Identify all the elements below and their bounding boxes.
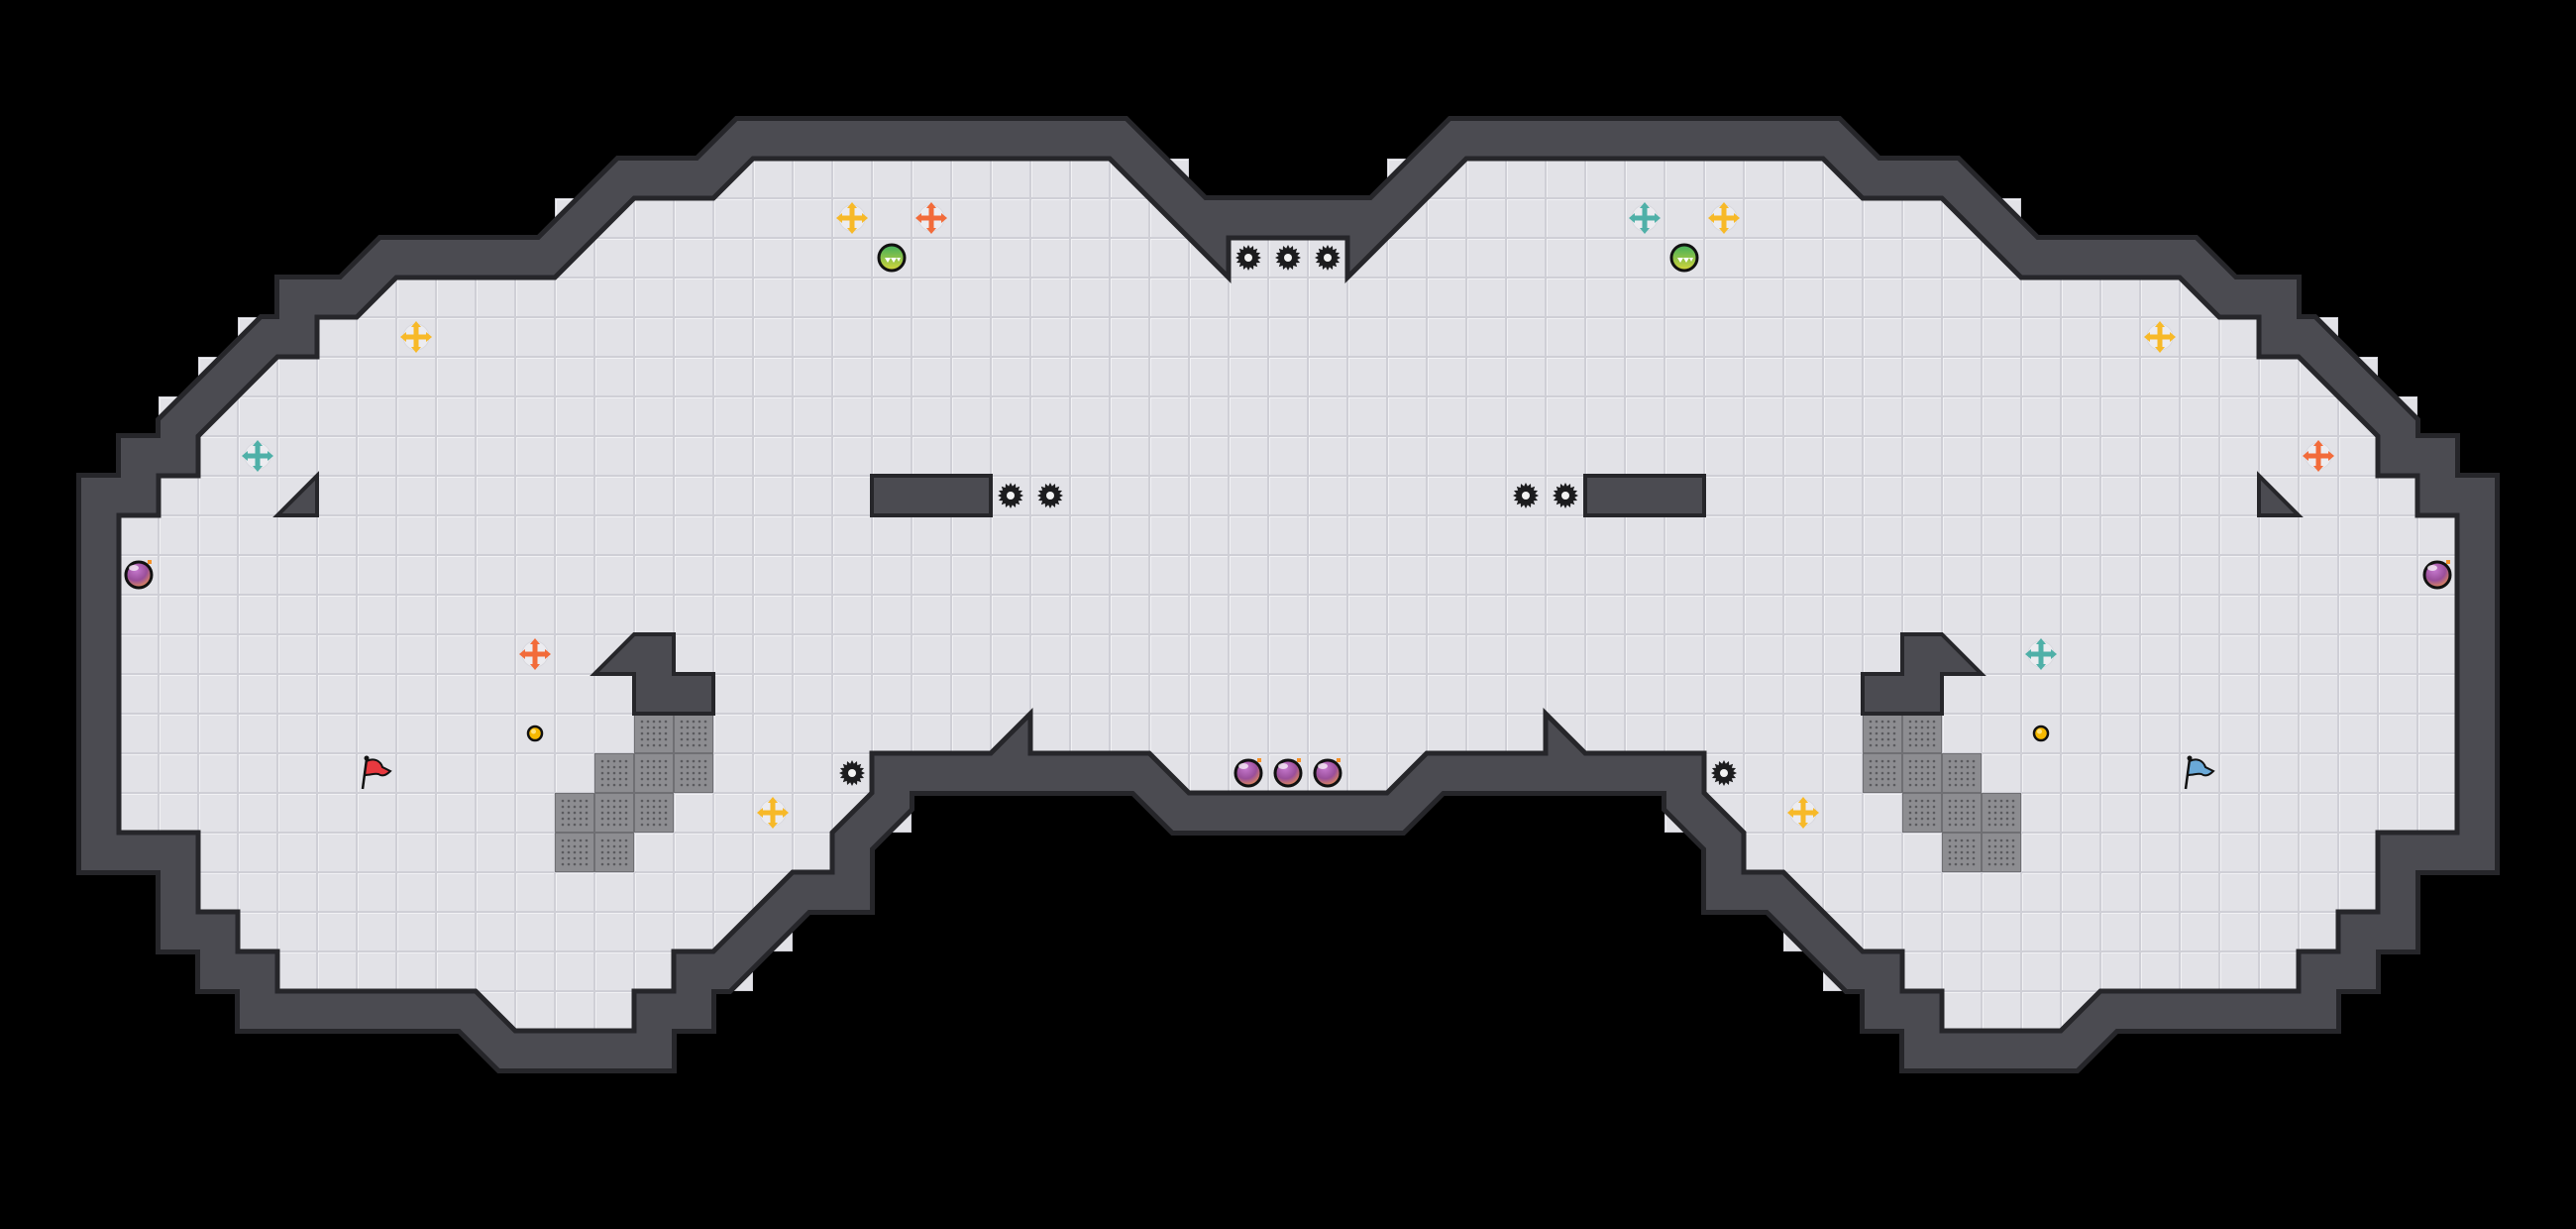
metal-grate [1942,753,1982,793]
bomb-icon[interactable] [1273,756,1303,788]
coin-icon[interactable] [526,725,544,742]
saw-blade-icon [1711,760,1737,786]
metal-grate [594,833,634,872]
green-orb-icon[interactable] [877,243,907,273]
saw-blade-icon [1037,483,1063,508]
metal-grate [674,753,713,793]
metal-grate [555,833,594,872]
metal-grate [1902,753,1942,793]
bomb-icon[interactable] [1234,756,1263,788]
wall-wedge [272,471,319,517]
green-orb-icon[interactable] [1669,243,1699,273]
floor [116,156,2460,1034]
saw-blade-icon [1275,245,1301,271]
bomb-icon[interactable] [1313,756,1342,788]
saw-blade-icon [998,483,1023,508]
inner-walls [272,471,2304,716]
wall-block [1583,474,1706,517]
metal-grate [674,714,713,753]
saw-blade-icon [1315,245,1341,271]
wall-block [870,474,993,517]
metal-grate [594,793,634,833]
bomb-icon[interactable] [124,558,154,590]
metal-grate [634,714,674,753]
bomb-icon[interactable] [2422,558,2452,590]
wall-l-shape [590,632,715,716]
saw-blade-icon [839,760,865,786]
metal-grate [555,793,594,833]
metal-grate [1902,793,1942,833]
saw-blade-icon [1235,245,1261,271]
metal-grate [1942,833,1982,872]
metal-grate [634,753,674,793]
metal-grate [594,753,634,793]
floor-area [116,156,2460,1034]
metal-grates [555,714,2021,872]
saw-blade-icon [1513,483,1539,508]
coin-icon[interactable] [2032,725,2050,742]
metal-grate [1902,714,1942,753]
metal-grate [634,793,674,833]
metal-grate [1942,793,1982,833]
saw-blade-icon [1553,483,1578,508]
metal-grate [1863,714,1902,753]
metal-grate [1982,833,2021,872]
metal-grate [1982,793,2021,833]
wall-wedge [2257,471,2304,517]
metal-grate [1863,753,1902,793]
wall-l-shape [1861,632,1986,716]
